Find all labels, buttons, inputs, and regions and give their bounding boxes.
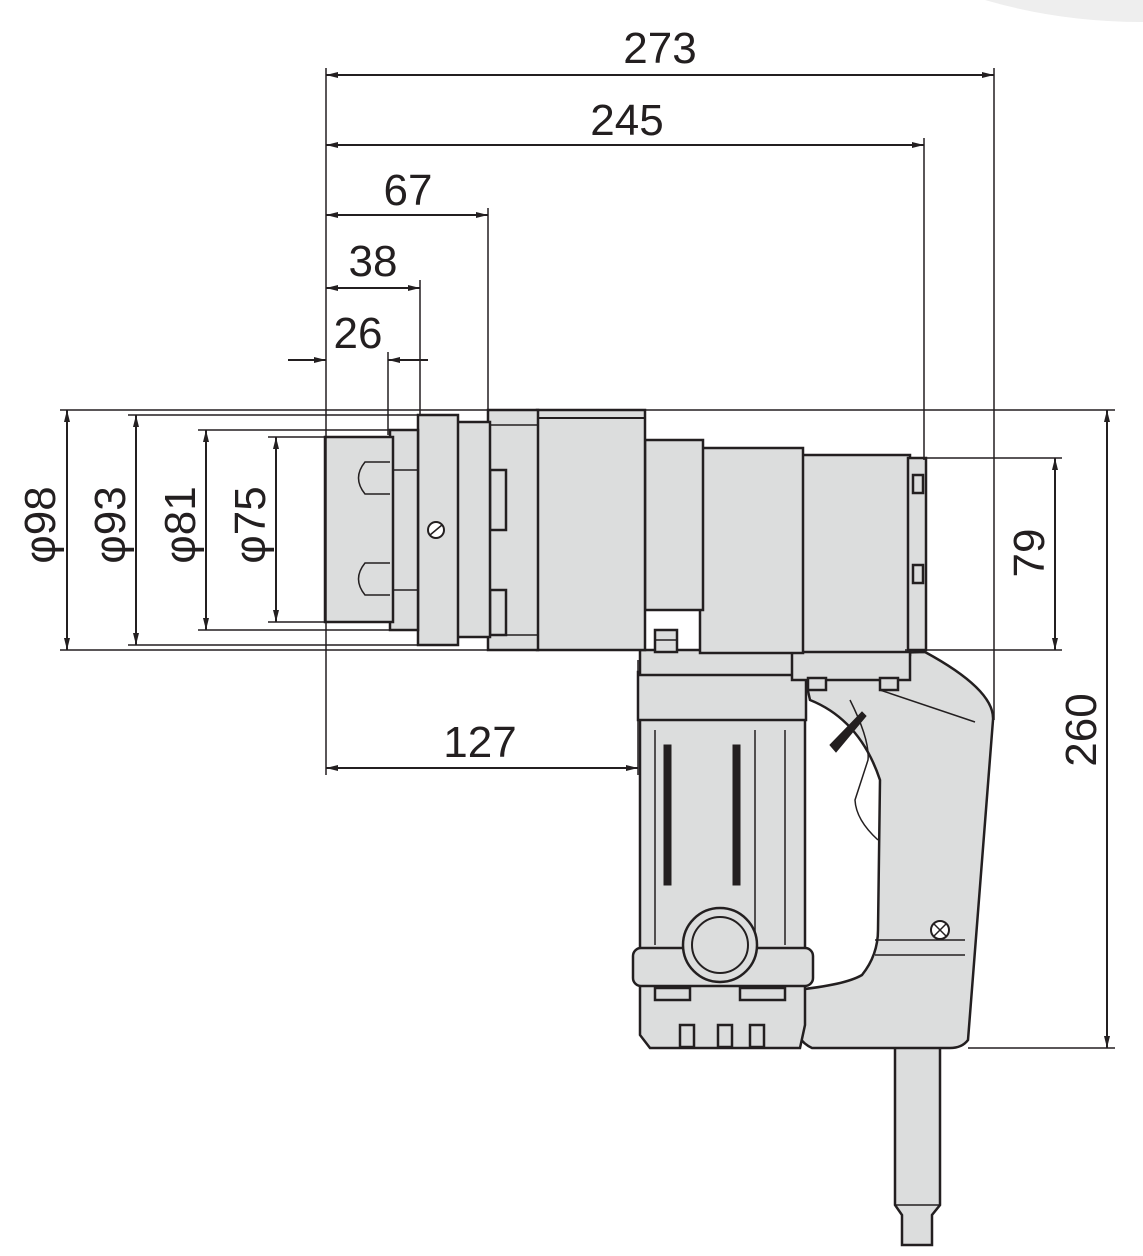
dim-26: 26 <box>334 309 383 358</box>
gear-housing <box>798 453 912 657</box>
dim-260: 260 <box>1057 693 1106 766</box>
power-cord <box>893 1038 942 1247</box>
dim-79: 79 <box>1005 529 1054 578</box>
corner-shadow <box>985 0 1143 22</box>
dim-127: 127 <box>443 718 516 767</box>
dim-phi98: φ98 <box>16 486 65 563</box>
trigger <box>829 711 867 753</box>
flange-screw-icon <box>427 521 445 539</box>
dimension-labels: 273 245 67 38 26 127 φ98 φ93 φ81 φ75 79 … <box>16 24 1106 767</box>
grip-screw-icon <box>930 920 950 940</box>
dim-67: 67 <box>384 166 433 215</box>
tool-illustration <box>323 408 995 1247</box>
dimension-lines <box>60 68 1115 1049</box>
dim-phi75: φ75 <box>226 486 275 563</box>
dim-phi81: φ81 <box>156 486 205 563</box>
dim-273: 273 <box>623 24 696 73</box>
dim-38: 38 <box>349 237 398 286</box>
dim-phi93: φ93 <box>86 486 135 563</box>
handle-grip <box>793 650 995 1050</box>
main-cylinder <box>535 408 647 652</box>
outer-socket <box>388 428 420 632</box>
dim-245: 245 <box>590 96 663 145</box>
